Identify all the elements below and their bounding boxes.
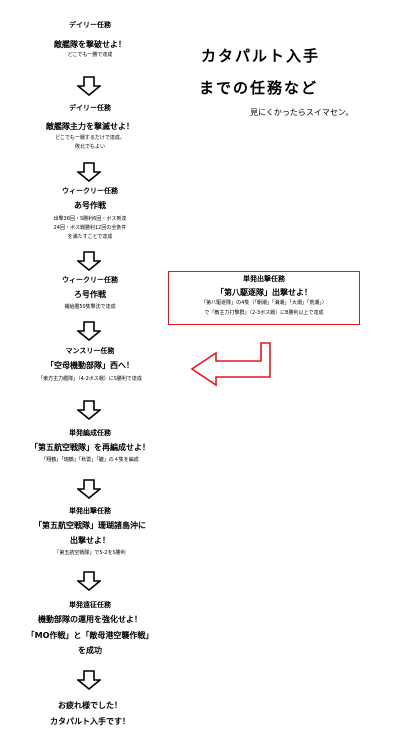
step-2-type: デイリー任務 (69, 104, 111, 112)
step-2-title: 敵艦隊主力を撃滅せよ！ (46, 122, 134, 131)
step-4-title: ろ号作戦 (74, 290, 106, 299)
step-8-title-2: 「MO作戦」と「敵母港空襲作戦」 (26, 631, 154, 640)
final-line-1: お疲れ様でした！ (58, 701, 122, 710)
step-6-note: 「翔鶴」「瑞鶴」「秋雲」「朧」の４隻を編成 (41, 457, 139, 463)
step-4-note: 補給艦50隻撃沈で達成 (64, 304, 116, 310)
side-quest-type: 単発出撃任務 (243, 275, 285, 283)
step-3-note-1: 出撃36回・S勝利6回・ボス到達 (53, 216, 127, 222)
side-quest-box (168, 271, 360, 325)
step-5-title: 「空母機動部隊」西へ！ (46, 361, 134, 370)
step-2-note-1: どこでも一戦するだけで達成。 (55, 135, 125, 141)
step-8-title-1: 機動部隊の運用を強化せよ！ (38, 615, 142, 624)
step-6-type: 単発編成任務 (69, 429, 111, 437)
subheading: 見にくかったらスイマセン。 (250, 108, 354, 117)
down-arrow-icon (75, 251, 103, 272)
red-connector-arrow-icon (190, 342, 271, 387)
step-3-note-2: 24回・ボス戦勝利12回の全条件 (53, 225, 127, 231)
down-arrow-icon (75, 479, 103, 500)
step-1-type: デイリー任務 (69, 21, 111, 29)
step-7-type: 単発出撃任務 (69, 507, 111, 515)
step-8-type: 単発遠征任務 (69, 601, 111, 609)
step-7-title-1: 「第五航空戦隊」珊瑚諸島沖に (34, 521, 146, 530)
down-arrow-icon (75, 670, 103, 691)
side-quest-note-1: 「第八駆逐隊」の4隻（「朝潮」「満潮」「大潮」「荒潮」） (201, 300, 327, 306)
step-3-note-3: を満たすことで達成 (67, 234, 113, 240)
side-quest-note-2: で「敵主力打撃群」（2-3ボス戦）にB勝利以上で達成 (204, 310, 324, 316)
step-3-type: ウィークリー任務 (62, 187, 118, 195)
down-arrow-icon (75, 321, 103, 342)
step-6-title: 「第五航空戦隊」を再編成せよ！ (30, 443, 150, 452)
step-7-note: 「第五航空戦隊」で5-2をS勝利 (54, 550, 126, 556)
step-7-title-2: 出撃せよ！ (70, 536, 110, 545)
heading-line-1: カタパルト入手 (201, 47, 321, 65)
step-2-note-2: 敗北でもよい (74, 144, 105, 150)
step-5-note: 「東方主力艦隊」（4-2ボス戦）にS勝利で達成 (38, 376, 142, 382)
down-arrow-icon (75, 571, 103, 592)
down-arrow-icon (75, 76, 103, 97)
heading-line-2: までの任務など (199, 79, 319, 97)
down-arrow-icon (75, 400, 103, 421)
down-arrow-icon (75, 162, 103, 183)
step-8-title-3: を成功 (78, 646, 102, 655)
step-5-type: マンスリー任務 (65, 347, 115, 355)
step-3-title: あ号作戦 (74, 201, 106, 210)
step-1-note: どこでも一勝で達成 (67, 52, 113, 58)
step-1-title: 敵艦隊を撃破せよ！ (54, 40, 126, 49)
final-line-2: カタパルト入手です！ (50, 717, 130, 726)
side-quest-title: 「第八駆逐隊」出撃せよ！ (216, 288, 312, 297)
step-4-type: ウィークリー任務 (62, 276, 118, 284)
